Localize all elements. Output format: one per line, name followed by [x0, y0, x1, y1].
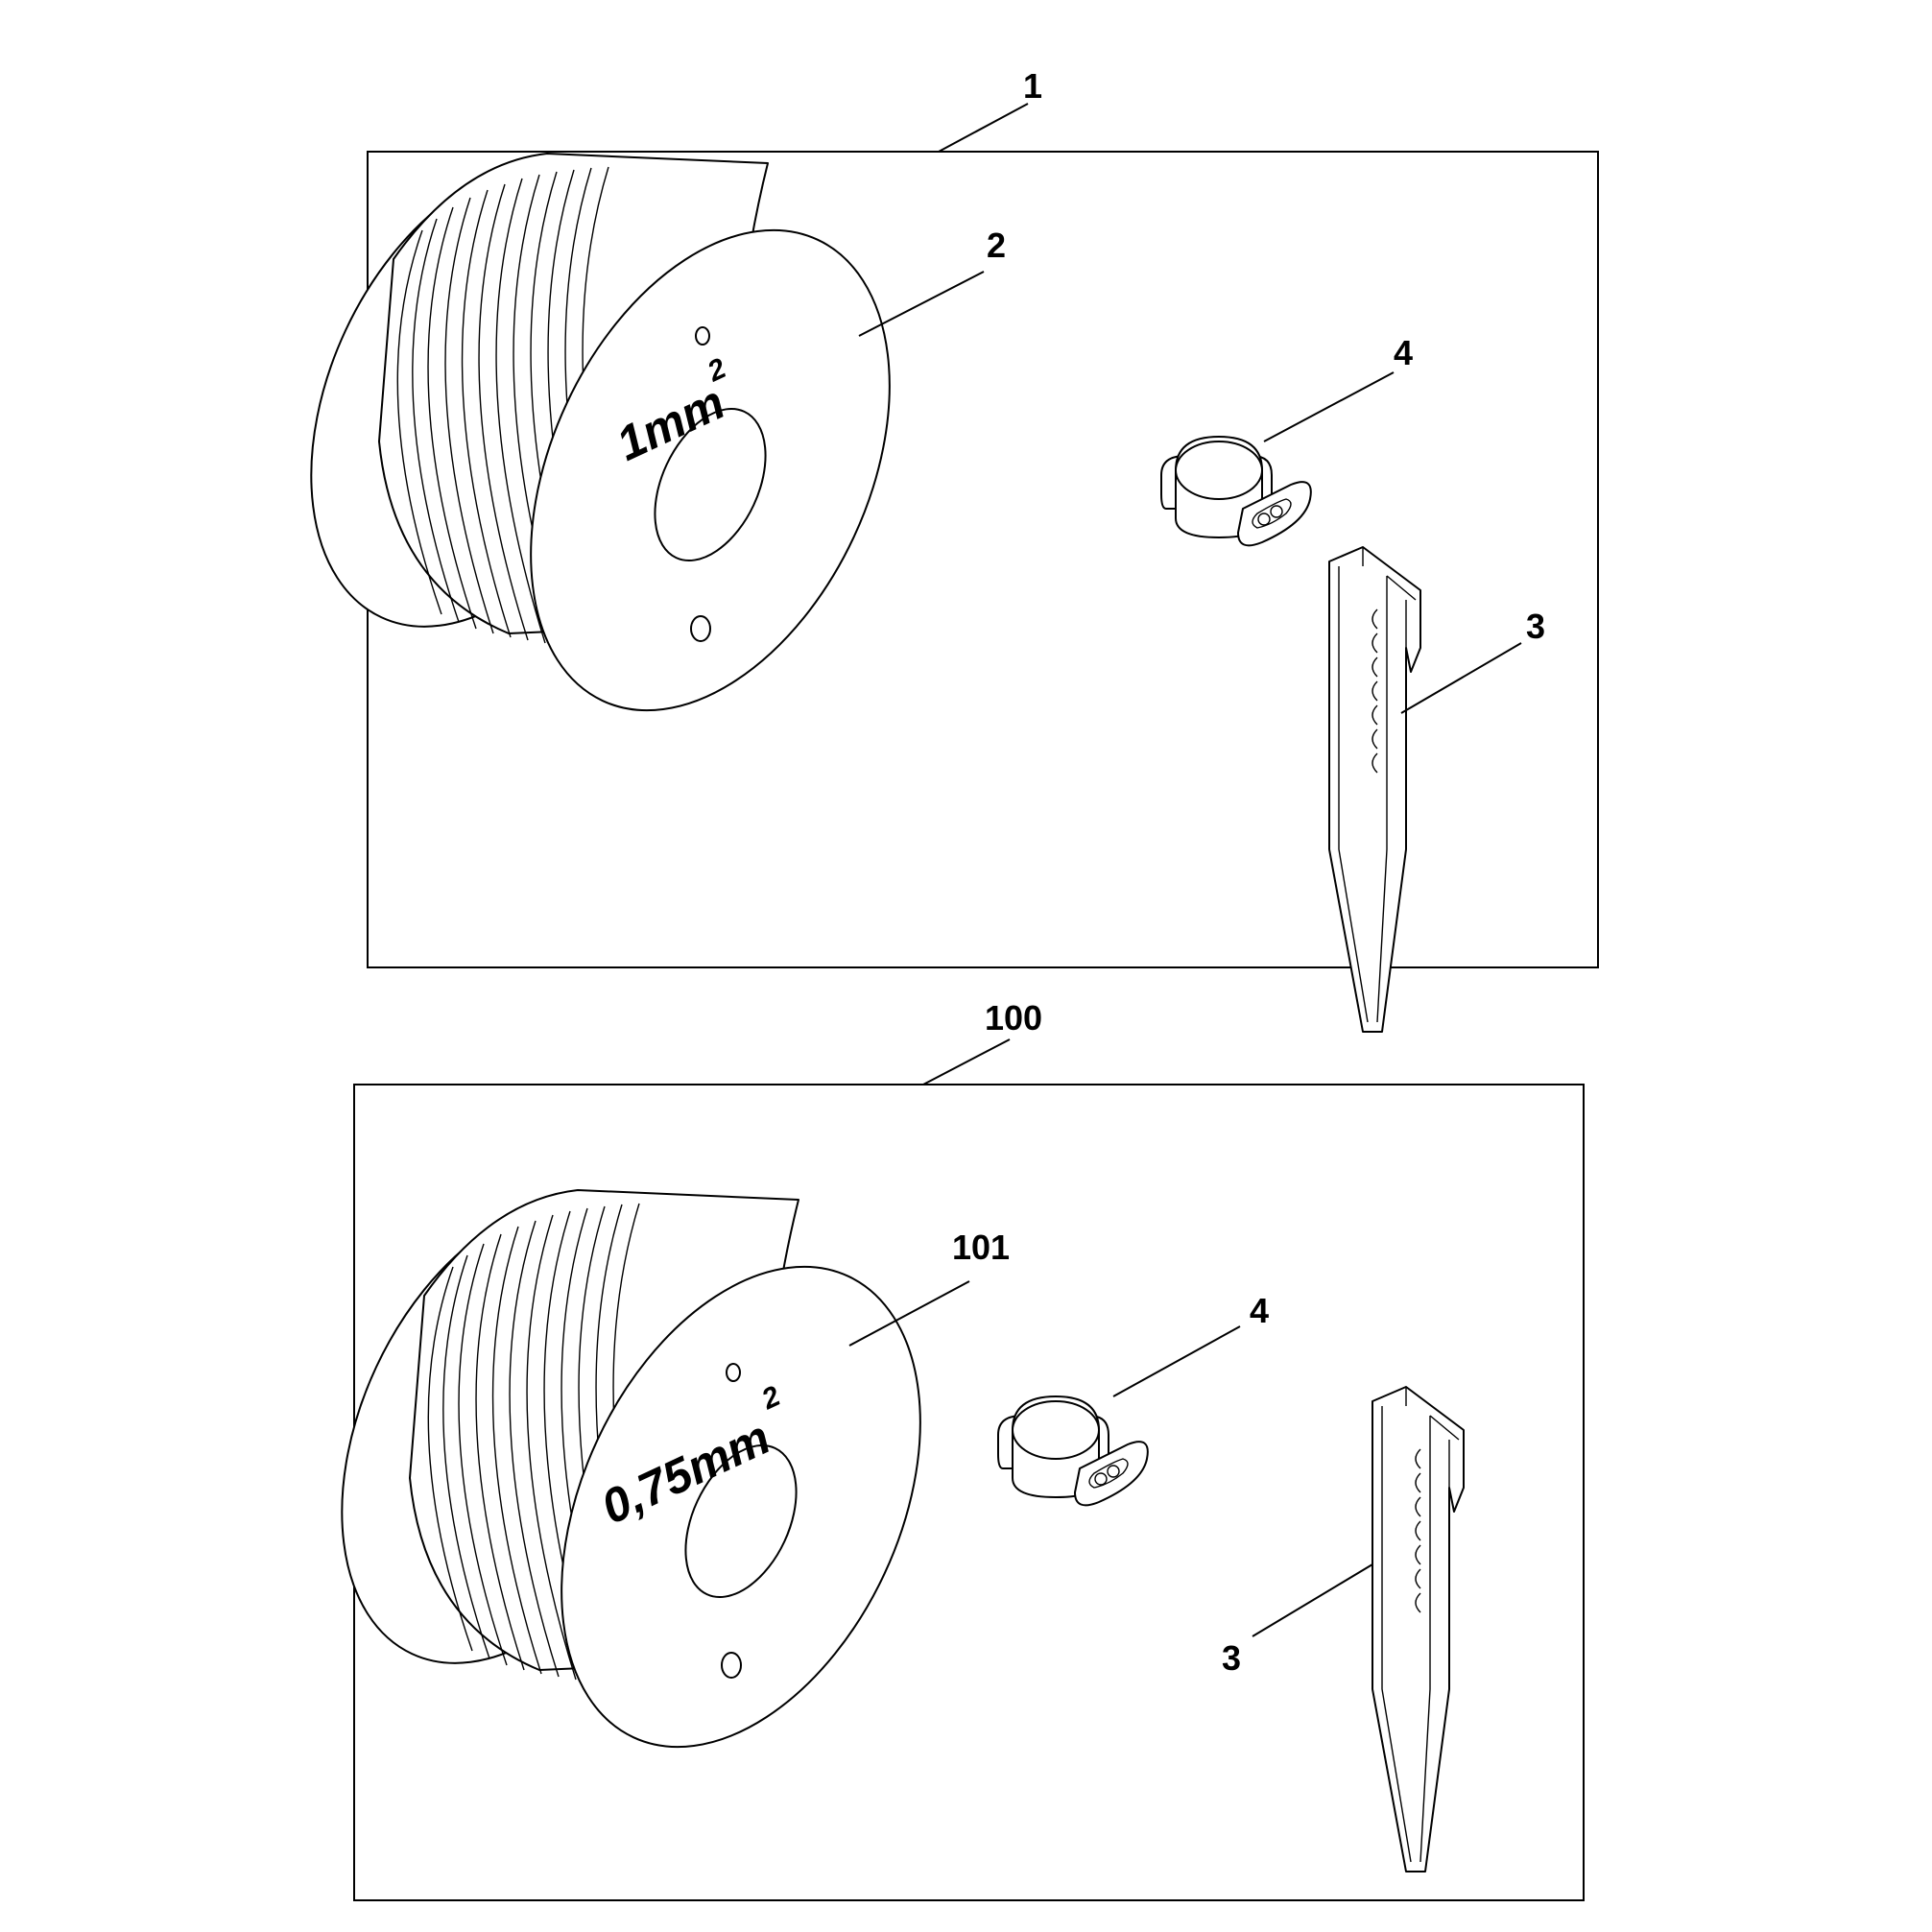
wire-spool-1mm: 1mm 2	[241, 107, 963, 769]
peg-callout-leader	[1400, 642, 1522, 714]
cable-connector	[1160, 436, 1312, 547]
kit-1-callout: 1	[1023, 66, 1042, 106]
ground-peg	[1328, 546, 1421, 1033]
spool-callout: 101	[952, 1228, 1010, 1267]
kit-100-callout: 100	[985, 998, 1042, 1038]
peg-callout: 3	[1526, 607, 1545, 646]
spool-callout-leader	[858, 271, 985, 337]
cable-connector	[997, 1395, 1149, 1507]
connector-callout-leader	[1112, 1325, 1241, 1397]
connector-callout-leader	[1263, 371, 1395, 442]
ground-peg	[1371, 1386, 1465, 1872]
kit-1-callout-leader	[938, 103, 1029, 153]
kit-1: 1 1mm 2 2 4 3	[241, 66, 1599, 1033]
kit-100-callout-leader	[922, 1038, 1011, 1085]
connector-callout: 4	[1394, 333, 1413, 372]
connector-callout: 4	[1250, 1291, 1269, 1330]
spool-callout: 2	[987, 226, 1006, 265]
peg-callout-leader	[1252, 1563, 1373, 1637]
peg-callout: 3	[1222, 1638, 1241, 1678]
wire-spool-0-75mm: 0,75mm 2	[272, 1144, 993, 1805]
spool-callout-leader	[848, 1280, 970, 1347]
kit-100: 100 0,75mm 2 101 4 3	[272, 998, 1585, 1901]
